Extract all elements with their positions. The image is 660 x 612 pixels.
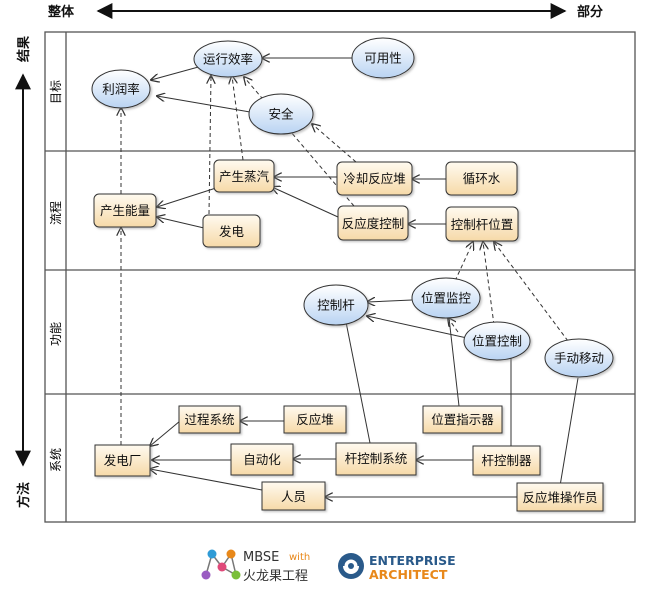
node-position-monitor-label: 位置监控	[421, 291, 472, 306]
dashed-poscontrol-to-rodpos	[483, 242, 495, 326]
node-rod-controller-label: 杆控制器	[481, 453, 532, 468]
mbse-cn-text: 火龙果工程	[243, 569, 308, 584]
node-manual-move-label: 手动移动	[554, 351, 604, 366]
node-position-monitor[interactable]: 位置监控	[411, 277, 481, 319]
lane-label-function: 功能	[49, 322, 63, 346]
node-reactor-label: 反应堆	[296, 412, 334, 427]
lane-label-process: 流程	[48, 201, 63, 225]
node-reactivity-control[interactable]: 反应度控制	[337, 205, 409, 241]
node-reactivity-control-label: 反应度控制	[342, 216, 405, 231]
node-circulating-water-label: 循环水	[463, 171, 501, 186]
node-availability[interactable]: 可用性	[351, 37, 415, 79]
node-profit-rate-label: 利润率	[102, 82, 140, 97]
node-control-rod[interactable]: 控制杆	[303, 284, 369, 326]
node-process-system-label: 过程系统	[184, 412, 234, 427]
node-circulating-water[interactable]: 循环水	[445, 161, 518, 196]
node-profit-rate[interactable]: 利润率	[91, 69, 151, 109]
node-position-control[interactable]: 位置控制	[463, 321, 531, 361]
node-availability-label: 可用性	[364, 51, 402, 66]
edge-poscontrol-to-rod	[367, 316, 468, 339]
node-control-rod-position[interactable]: 控制杆位置	[445, 206, 519, 242]
node-rod-controller[interactable]: 杆控制器	[472, 445, 541, 476]
node-personnel[interactable]: 人员	[261, 481, 326, 511]
node-safety[interactable]: 安全	[248, 93, 314, 135]
dashed-monitor-to-rodpos	[454, 242, 473, 282]
edge-reactivity-to-steam	[272, 187, 339, 218]
connectors	[150, 58, 579, 497]
node-run-efficiency-label: 运行效率	[203, 52, 253, 67]
ea-swirl-icon	[338, 553, 364, 579]
edge-personnel-to-powerplant	[150, 469, 263, 491]
node-rod-control-system-label: 杆控制系统	[345, 451, 408, 466]
node-position-control-label: 位置控制	[472, 334, 522, 349]
axis-bottom-label: 方法	[16, 482, 32, 508]
node-power-plant-label: 发电厂	[104, 453, 142, 468]
edge-monitor-to-rod	[367, 300, 413, 302]
ea-logo: ENTERPRISE ARCHITECT	[338, 553, 456, 582]
dashed-steam-to-efficiency	[232, 76, 244, 161]
node-produce-energy-label: 产生能量	[100, 203, 150, 218]
node-cool-reactor[interactable]: 冷却反应堆	[336, 161, 413, 196]
dashed-links	[121, 76, 569, 445]
node-rod-control-system[interactable]: 杆控制系统	[335, 442, 417, 476]
node-generate-power[interactable]: 发电	[202, 214, 261, 248]
edge-operator-manualmove	[559, 377, 579, 487]
node-control-rod-label: 控制杆	[317, 298, 355, 313]
dashed-cool-to-safety	[312, 124, 357, 163]
node-cool-reactor-label: 冷却反应堆	[343, 171, 406, 186]
edge-power-to-energy	[157, 217, 205, 229]
node-reactor[interactable]: 反应堆	[283, 405, 347, 434]
dashed-poscontrol-to-monitor	[448, 318, 459, 333]
node-automation[interactable]: 自动化	[230, 443, 294, 476]
mbse-with-text: with	[289, 552, 310, 563]
swimlanes: 目标 流程 功能 系统	[44, 31, 636, 523]
node-position-indicator-label: 位置指示器	[431, 412, 494, 427]
node-reactor-operator[interactable]: 反应堆操作员	[516, 482, 604, 512]
vertical-axis: 结果 方法	[15, 36, 32, 508]
dashed-power-to-efficiency	[209, 76, 211, 215]
edge-efficiency-to-profit	[151, 65, 203, 80]
edge-steam-to-energy	[157, 187, 217, 207]
horizontal-axis: 整体 部分	[47, 3, 603, 20]
node-reactor-operator-label: 反应堆操作员	[522, 490, 597, 505]
node-manual-move[interactable]: 手动移动	[544, 338, 614, 378]
axis-left-label: 整体	[47, 4, 75, 20]
node-automation-label: 自动化	[243, 452, 281, 467]
mbse-network-icon	[201, 549, 241, 580]
node-position-indicator[interactable]: 位置指示器	[422, 405, 503, 434]
axis-right-label: 部分	[577, 4, 603, 20]
edge-indicator-monitor	[448, 317, 460, 407]
node-process-system[interactable]: 过程系统	[178, 405, 241, 434]
node-produce-energy[interactable]: 产生能量	[93, 193, 157, 228]
node-safety-label: 安全	[268, 107, 294, 122]
axis-top-label: 结果	[16, 36, 32, 62]
node-produce-steam[interactable]: 产生蒸汽	[213, 159, 275, 193]
node-run-efficiency[interactable]: 运行效率	[193, 40, 263, 78]
lane-label-system: 系统	[49, 448, 63, 472]
lane-label-goal: 目标	[49, 80, 63, 104]
edge-process-to-powerplant	[150, 420, 181, 446]
edge-safety-to-profit	[157, 96, 251, 113]
mbse-text: MBSE	[243, 550, 279, 565]
ea-text-line1: ENTERPRISE	[369, 553, 456, 568]
node-produce-steam-label: 产生蒸汽	[219, 169, 270, 184]
node-personnel-label: 人员	[281, 489, 306, 504]
node-generate-power-label: 发电	[219, 224, 245, 239]
ea-text-line2: ARCHITECT	[369, 567, 448, 582]
edge-rodsystem-controlrod	[345, 321, 371, 444]
node-control-rod-position-label: 控制杆位置	[451, 217, 514, 232]
mbse-logo: MBSE with 火龙果工程	[201, 549, 310, 584]
node-power-plant[interactable]: 发电厂	[94, 444, 151, 477]
